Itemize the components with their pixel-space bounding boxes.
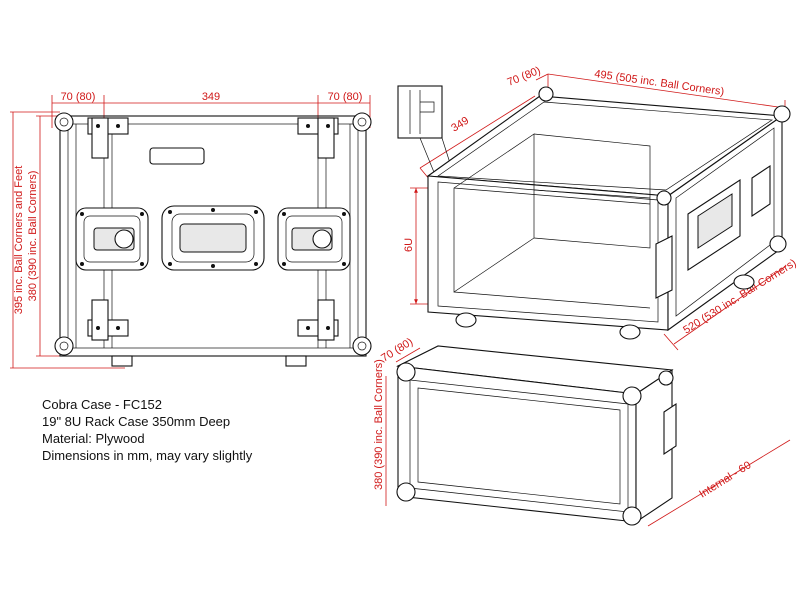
- front-corner-brackets: [87, 117, 339, 341]
- dimension-note: Dimensions in mm, may vary slightly: [42, 448, 253, 463]
- front-dim-height-inner: 380 (390 inc. Ball Corners): [27, 171, 39, 302]
- lid-view: 70 (80) 380 (390 inc. Ball Corners) Inte…: [373, 336, 791, 527]
- iso-dim-depth: 349: [449, 115, 471, 135]
- product-description: 19" 8U Rack Case 350mm Deep: [42, 414, 231, 429]
- front-ball-corners: [54, 112, 372, 356]
- product-title: Cobra Case - FC152: [42, 397, 162, 412]
- spec-info-block: Cobra Case - FC152 19" 8U Rack Case 350m…: [42, 396, 252, 464]
- front-width-dimensions: 70 (80) 349 70 (80): [51, 91, 371, 128]
- front-right-latch: [277, 207, 351, 271]
- lid-dim-height: 380 (390 inc. Ball Corners): [373, 359, 385, 490]
- front-dim-width: 349: [202, 91, 220, 103]
- lid-latch: [663, 402, 677, 456]
- iso-dim-corner: 70 (80): [506, 65, 543, 89]
- front-dim-left-corner: 70 (80): [61, 91, 96, 103]
- product-material: Material: Plywood: [42, 431, 145, 446]
- iso-front-latch: [655, 235, 673, 299]
- iso-side-handle: [687, 178, 741, 272]
- front-foot-right: [285, 355, 307, 367]
- front-view: 70 (80) 349 70 (80) 395 inc. Ball Corner…: [10, 91, 372, 369]
- front-foot-left: [111, 355, 133, 367]
- front-left-latch: [75, 207, 149, 271]
- isometric-view: 70 (80) 495 (505 inc. Ball Corners) 349 …: [397, 65, 799, 351]
- front-dim-height-outer: 395 inc. Ball Corners and Feet: [13, 166, 25, 315]
- front-handle: [161, 205, 265, 271]
- label-plate: [149, 147, 205, 165]
- front-dim-right-corner: 70 (80): [328, 91, 363, 103]
- front-height-dimensions: 395 inc. Ball Corners and Feet 380 (390 …: [10, 111, 125, 369]
- iso-side-latch: [751, 164, 771, 218]
- lid-dim-internal: Internal - 60: [697, 459, 753, 500]
- iso-dim-rack: 6U: [403, 238, 415, 252]
